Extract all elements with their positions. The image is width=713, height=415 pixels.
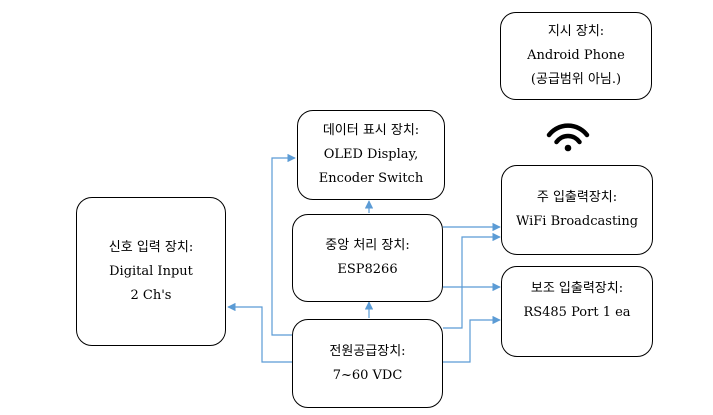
aux-io-device-box: 보조 입출력장치: RS485 Port 1 ea bbox=[501, 266, 653, 357]
connector-power-to-aux-io bbox=[443, 315, 501, 363]
cpu-title: 중앙 처리 장치: bbox=[325, 238, 410, 253]
main-io-device-box: 주 입출력장치: WiFi Broadcasting bbox=[501, 165, 653, 255]
indicator-device-title: 지시 장치: bbox=[547, 24, 605, 39]
display-device-box: 데이터 표시 장치: OLED Display, Encoder Switch bbox=[297, 110, 445, 200]
signal-input-device-box: 신호 입력 장치: Digital Input 2 Ch's bbox=[76, 197, 226, 346]
main-io-device-title: 주 입출력장치: bbox=[536, 190, 618, 205]
display-device-line1: OLED Display, bbox=[323, 147, 419, 162]
aux-io-device-title: 보조 입출력장치: bbox=[530, 281, 624, 296]
display-device-line2: Encoder Switch bbox=[318, 171, 424, 186]
signal-input-device-line1: Digital Input bbox=[109, 263, 193, 279]
connector-power-to-main-io bbox=[443, 232, 501, 329]
indicator-device-line1: Android Phone bbox=[527, 48, 625, 63]
cpu-line1: ESP8266 bbox=[337, 262, 398, 277]
wifi-icon bbox=[546, 123, 590, 152]
indicator-device-line2: (공급범위 아님.) bbox=[530, 72, 622, 87]
signal-input-device-title: 신호 입력 장치: bbox=[108, 239, 194, 255]
power-supply-box: 전원공급장치: 7~60 VDC bbox=[292, 319, 443, 408]
indicator-device-box: 지시 장치: Android Phone (공급범위 아님.) bbox=[500, 12, 652, 100]
power-supply-title: 전원공급장치: bbox=[329, 343, 406, 359]
aux-io-device-line1: RS485 Port 1 ea bbox=[523, 305, 631, 320]
connector-power-to-signal-input bbox=[227, 302, 292, 363]
display-device-title: 데이터 표시 장치: bbox=[322, 123, 420, 138]
signal-input-device-line2: 2 Ch's bbox=[130, 287, 172, 303]
cpu-box: 중앙 처리 장치: ESP8266 bbox=[292, 214, 443, 302]
power-supply-line1: 7~60 VDC bbox=[332, 367, 403, 383]
main-io-device-line1: WiFi Broadcasting bbox=[515, 214, 639, 229]
connector-power-to-display bbox=[271, 153, 296, 336]
